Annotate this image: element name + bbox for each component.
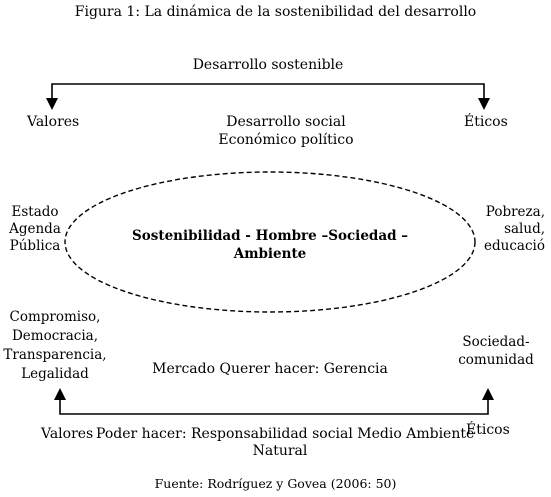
ellipse-label-line2: Ambiente: [233, 246, 307, 262]
bottom-center-line1: Poder hacer: Responsabilidad social Medi…: [96, 426, 475, 442]
top-label: Desarrollo sostenible: [192, 57, 344, 73]
bottom-left-arrowhead: [54, 388, 66, 400]
top-left-label: Valores: [27, 114, 80, 130]
bottom-right-arrowhead: [482, 388, 494, 400]
top-right-label: Éticos: [464, 114, 508, 130]
bottom-bracket-arrow: [59, 394, 489, 415]
figure-source: Fuente: Rodríguez y Govea (2006: 50): [154, 476, 397, 491]
bottom-center-line2: Natural: [252, 443, 308, 459]
bottom-left-label: Valores: [41, 426, 94, 442]
top-center-line1: Desarrollo social: [226, 114, 346, 130]
right-lower-label: Sociedad- comunidad: [458, 334, 534, 368]
top-bracket-arrow: [51, 83, 485, 106]
top-center-line2: Económico político: [218, 132, 354, 148]
figure-title: Figura 1: La dinámica de la sostenibilid…: [74, 4, 477, 20]
middle-bottom-label: Mercado Querer hacer: Gerencia: [152, 361, 388, 377]
central-ellipse: [64, 171, 476, 313]
right-upper-label: Pobreza, salud, educació: [484, 204, 545, 254]
left-upper-label: Estado Agenda Pública: [9, 204, 61, 254]
ellipse-label-line1: Sostenibilidad - Hombre –Sociedad –: [132, 228, 408, 244]
left-lower-label: Compromiso, Democracia, Transparencia, L…: [3, 309, 107, 382]
bottom-right-label: Éticos: [466, 422, 510, 438]
top-left-arrowhead: [46, 98, 58, 110]
top-right-arrowhead: [478, 98, 490, 110]
